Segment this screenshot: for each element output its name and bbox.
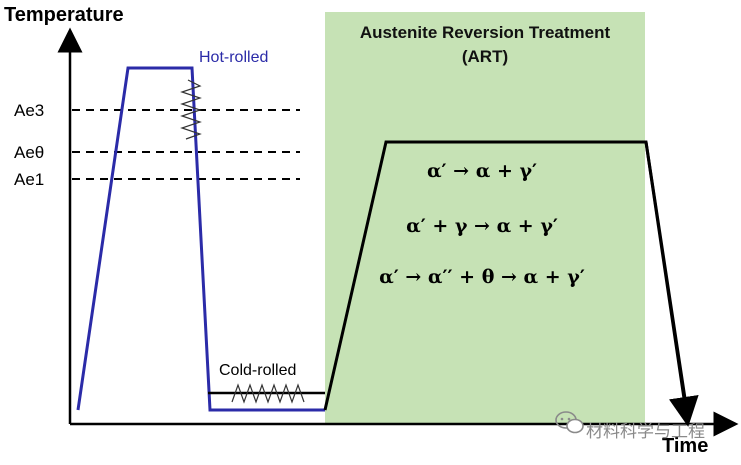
hot-rolling-zigzag bbox=[180, 79, 202, 140]
art-title-line2: (ART) bbox=[462, 47, 508, 66]
art-region bbox=[325, 12, 645, 424]
art-cooling-arrow bbox=[644, 141, 699, 427]
reaction-3: α′ → α′′ + θ → α + γ′ bbox=[379, 266, 585, 288]
ae1-label: Ae1 bbox=[14, 170, 44, 189]
y-axis-title: Temperature bbox=[4, 4, 124, 26]
hot-rolled-label: Hot-rolled bbox=[199, 49, 268, 66]
wechat-icon bbox=[555, 411, 584, 434]
x-axis-title: Time bbox=[662, 435, 708, 457]
ae3-label: Ae3 bbox=[14, 101, 44, 120]
reaction-2: α′ + γ → α + γ′ bbox=[406, 215, 558, 237]
watermark-text: 材料科学与工程 bbox=[586, 422, 705, 441]
cold-rolling-zigzag bbox=[231, 383, 305, 404]
hot-rolled-path bbox=[76, 66, 325, 412]
art-title-line1: Austenite Reversion Treatment bbox=[360, 23, 611, 42]
reaction-1: α′ → α + γ′ bbox=[427, 160, 537, 182]
aetheta-label: Aeθ bbox=[14, 143, 44, 162]
cold-rolled-label: Cold-rolled bbox=[219, 362, 296, 379]
